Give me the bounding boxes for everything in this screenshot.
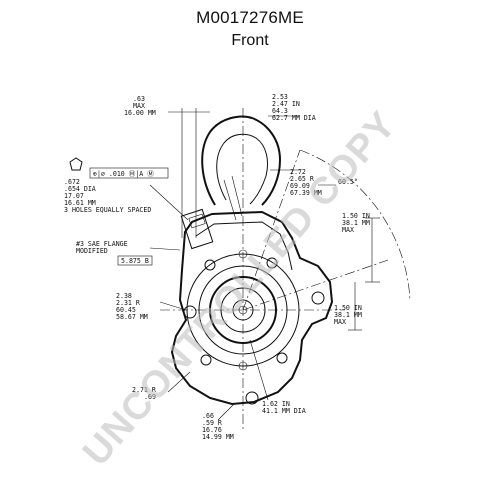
dim-right-mid-1: 1.50 IN <box>342 212 370 220</box>
dim-right-upper-1: 2.72 <box>290 168 306 176</box>
tolerance-frame-box <box>89 167 169 179</box>
dim-left-holes-4: 16.61 MM <box>64 199 96 207</box>
flange-basic-box <box>117 255 153 266</box>
dim-right-low-3: MAX <box>334 318 346 326</box>
dim-flange-box: 5.875 B <box>121 257 149 265</box>
dim-flange-1: #3 SAE FLANGE <box>76 240 128 248</box>
dim-top-center-1: 2.53 <box>272 93 288 101</box>
dim-left-radius-2: 2.31 R <box>116 299 140 307</box>
dim-top-left-3: 16.00 MM <box>124 109 156 117</box>
dim-right-low-2: 38.1 MM <box>334 311 362 319</box>
dim-left-holes-3: 17.07 <box>64 192 84 200</box>
dim-right-upper-3: 69.09 <box>290 182 310 190</box>
dim-bottom-left-1: 2.71 R <box>132 386 156 394</box>
dim-top-center-3: 64.3 <box>272 107 288 115</box>
dim-left-holes-5: 3 HOLES EQUALLY SPACED <box>64 206 151 214</box>
dim-top-center-4: 62.7 MM DIA <box>272 114 316 122</box>
dim-flange-2: MODIFIED <box>76 247 108 255</box>
dim-right-mid-2: 38.1 MM <box>342 219 370 227</box>
dim-right-low-1: 1.50 IN <box>334 304 362 312</box>
dim-bottom-3: 16.76 <box>202 426 222 434</box>
view-subtitle: Front <box>231 32 269 49</box>
datum-pentagon-icon <box>69 157 83 171</box>
dim-left-radius-1: 2.38 <box>116 292 132 300</box>
solenoid-outline <box>201 115 282 221</box>
dim-left-holes-1: .672 <box>64 178 80 186</box>
dim-left-holes-2: .654 DIA <box>64 185 96 193</box>
dim-bottom-center-1: 1.62 IN <box>262 400 290 408</box>
datum-markers <box>69 157 169 266</box>
starter-housing <box>170 208 334 406</box>
dim-bottom-2: .59 R <box>202 419 222 427</box>
center-lines <box>160 108 411 430</box>
dim-bottom-4: 14.99 MM <box>202 433 234 441</box>
dim-right-mid-3: MAX <box>342 226 354 234</box>
dim-left-radius-3: 60.45 <box>116 306 136 314</box>
dim-bottom-left-2: .69 <box>144 393 156 401</box>
dim-left-radius-4: 58.67 MM <box>116 313 148 321</box>
dim-right-upper-4: 67.39 MM <box>290 189 322 197</box>
dimension-lines <box>149 108 380 421</box>
part-number-title: M0017276ME <box>196 8 304 27</box>
dim-angle: 60.5° <box>338 178 358 186</box>
dim-right-upper-2: 2.65 R <box>290 175 314 183</box>
dim-top-left-1: .63 <box>133 95 145 103</box>
dim-tolerance-frame: ⊕|⌀ .010 Ⓜ|A Ⓜ <box>93 170 154 178</box>
dim-top-left-2: MAX <box>133 102 145 110</box>
dim-bottom-1: .66 <box>202 412 214 420</box>
dim-top-center-2: 2.47 IN <box>272 100 300 108</box>
dim-bottom-center-2: 41.1 MM DIA <box>262 407 306 415</box>
